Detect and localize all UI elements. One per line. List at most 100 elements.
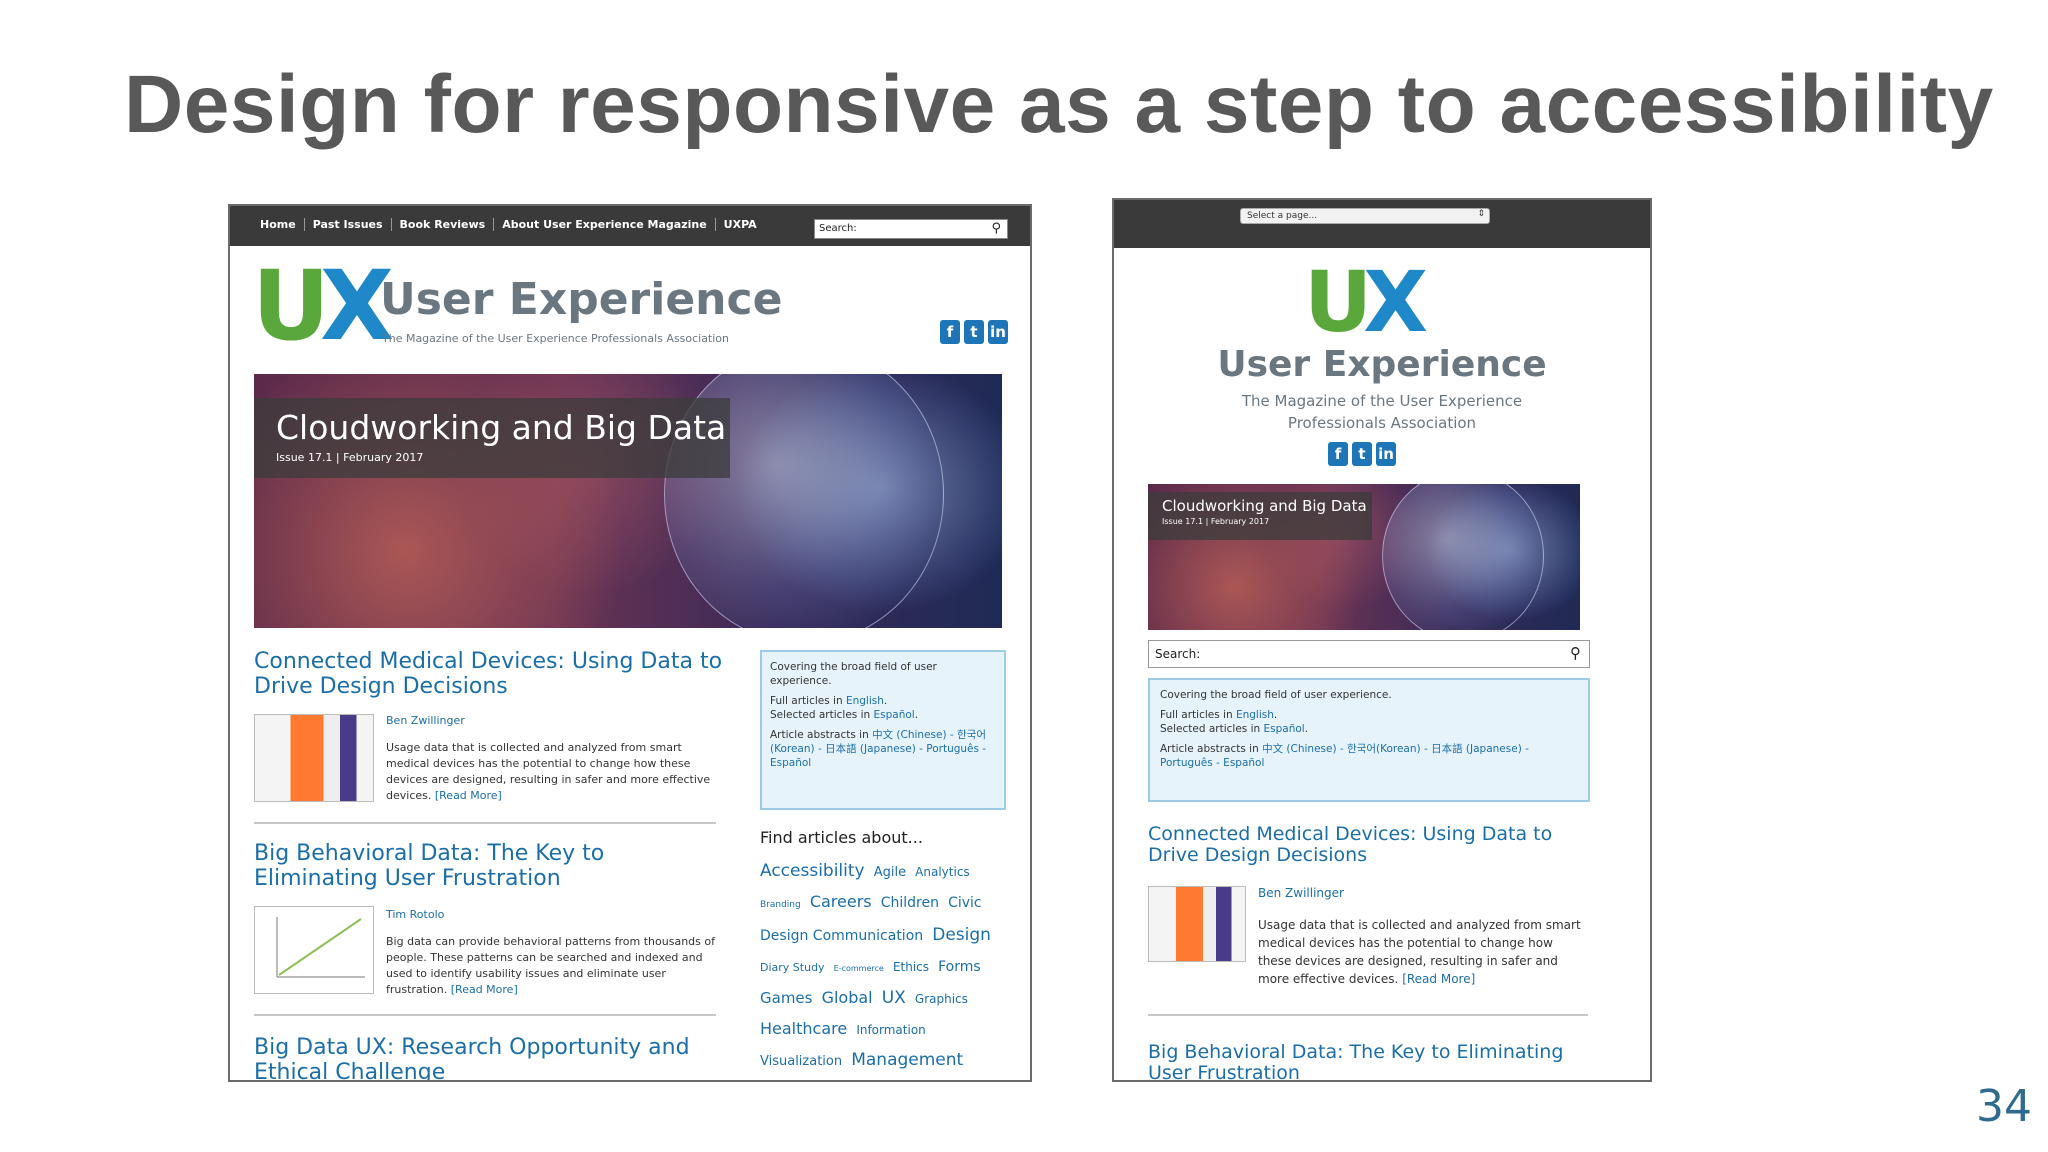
desktop-article-title-3[interactable]: Big Data UX: Research Opportunity and Et… [254,1035,690,1082]
tag-link[interactable]: Healthcare [760,1019,848,1038]
linkedin-icon[interactable]: in [1376,442,1396,466]
search-icon[interactable]: ⚲ [991,221,1001,236]
mobile-info-abstracts: Article abstracts in 中文 (Chinese) - 한국어(… [1160,742,1578,770]
desktop-abstracts-links[interactable]: 中文 (Chinese) - 한국어 (Korean) - 日本語 (Japan… [770,729,987,769]
mobile-link-english[interactable]: English [1235,709,1274,721]
mobile-info-selected-prefix: Selected articles in [1160,723,1264,735]
mobile-search-input[interactable]: Search: ⚲ [1148,640,1590,668]
desktop-article-title-1[interactable]: Connected Medical Devices: Using Data to… [254,649,723,699]
mobile-info-line1: Covering the broad field of user experie… [1160,689,1392,701]
facebook-icon[interactable]: f [940,320,960,344]
tag-link[interactable]: Diary Study [760,961,825,974]
tag-link[interactable]: UX [881,988,906,1008]
mobile-search-label: Search: [1155,647,1201,661]
tag-link[interactable]: Careers [809,892,872,911]
tag-link[interactable]: Management [851,1050,964,1070]
search-icon[interactable]: ⚲ [1570,644,1581,662]
desktop-site-title: User Experience [380,274,783,325]
mobile-article-thumbnail-medical-device[interactable] [1148,886,1246,962]
desktop-find-heading: Find articles about... [760,828,923,847]
desktop-info-full-prefix: Full articles in [770,695,846,707]
globe-graphic [1382,484,1544,630]
desktop-link-english[interactable]: English [845,695,884,707]
desktop-info-full: Full articles in English. Selected artic… [770,695,919,721]
desktop-excerpt-1: Usage data that is collected and analyze… [386,740,716,804]
mobile-info-full: Full articles in English. Selected artic… [1160,709,1309,735]
mobile-page-select[interactable]: Select a page... ⇕ [1240,208,1490,224]
tag-link[interactable]: Design [932,925,991,945]
desktop-social-icons: f t in [940,320,1008,344]
desktop-info-abstracts-prefix: Article abstracts in [770,729,873,741]
mobile-logo[interactable]: UX [1304,253,1428,351]
desktop-link-espanol[interactable]: Español [873,709,915,721]
tag-link[interactable]: Forms [938,959,981,975]
nav-book-reviews[interactable]: Book Reviews [392,218,495,231]
tag-link[interactable]: Global [821,988,873,1007]
select-arrows-icon: ⇕ [1477,209,1485,219]
mobile-site-title: User Experience [1217,344,1547,385]
mobile-info-box: Covering the broad field of user experie… [1148,678,1590,802]
nav-home[interactable]: Home [252,218,305,231]
mobile-abstracts-links[interactable]: 中文 (Chinese) - 한국어(Korean) - 日本語 (Japane… [1160,743,1529,769]
nav-past-issues[interactable]: Past Issues [305,218,392,231]
desktop-info-abstracts: Article abstracts in 中文 (Chinese) - 한국어 … [770,728,996,770]
facebook-icon[interactable]: f [1328,442,1348,466]
tag-link[interactable]: E-commerce [833,964,884,973]
desktop-author-1[interactable]: Ben Zwillinger [386,714,465,727]
mobile-site-tagline: The Magazine of the User Experience Prof… [1241,392,1523,432]
line-chart-thumbnail-icon [276,917,365,978]
desktop-excerpt-1-text: Usage data that is collected and analyze… [386,741,711,802]
tag-link[interactable]: Games [760,989,813,1007]
desktop-search-input[interactable]: Search: ⚲ [814,219,1008,239]
tag-link[interactable]: Ethics [892,960,930,974]
mobile-article-title-1[interactable]: Connected Medical Devices: Using Data to… [1148,823,1553,867]
desktop-author-2[interactable]: Tim Rotolo [386,908,445,921]
mobile-author-1[interactable]: Ben Zwillinger [1258,886,1344,900]
desktop-hero-issue: Issue 17.1 | February 2017 [276,451,424,464]
tag-link[interactable]: Visualization [760,1054,843,1069]
desktop-article-title-2[interactable]: Big Behavioral Data: The Key to Eliminat… [254,841,605,891]
mobile-hero-issue: Issue 17.1 | February 2017 [1162,517,1270,526]
tag-link[interactable]: Information [856,1023,926,1037]
desktop-nav-bar: Home Past Issues Book Reviews About User… [230,206,1030,246]
desktop-excerpt-2-text: Big data can provide behavioral patterns… [386,935,715,996]
mobile-hero-title: Cloudworking and Big Data [1162,497,1367,515]
desktop-logo[interactable]: UX [252,250,394,362]
desktop-site-tagline: The Magazine of the User Experience Prof… [382,332,729,345]
linkedin-icon[interactable]: in [988,320,1008,344]
desktop-info-line1: Covering the broad field of user experie… [770,661,937,687]
mobile-excerpt-1-text: Usage data that is collected and analyze… [1258,918,1581,986]
mobile-social-icons: f t in [1328,442,1396,466]
mobile-read-more-1[interactable]: [Read More] [1402,972,1476,986]
tag-link[interactable]: Mobile [760,1081,812,1082]
mobile-article-title-2[interactable]: Big Behavioral Data: The Key to Eliminat… [1148,1041,1564,1082]
desktop-screenshot: Home Past Issues Book Reviews About User… [228,204,1032,1082]
mobile-hero-caption: Cloudworking and Big Data Issue 17.1 | F… [1148,492,1372,540]
page-number: 34 [1976,1081,2032,1132]
tag-link[interactable]: Branding [760,900,801,910]
twitter-icon[interactable]: t [964,320,984,344]
tag-link[interactable]: Civic [948,895,982,911]
article-thumbnail-chart[interactable] [254,906,374,994]
mobile-nav-bar: Select a page... ⇕ [1114,200,1650,248]
desktop-divider-1 [254,822,716,824]
mobile-link-espanol[interactable]: Español [1263,723,1305,735]
tag-link[interactable]: Design Communication [760,928,924,944]
tag-link[interactable]: Graphics [914,992,968,1006]
desktop-hero-banner[interactable]: Cloudworking and Big Data Issue 17.1 | F… [254,374,1002,628]
tag-link[interactable]: Children [880,895,939,911]
desktop-hero-title: Cloudworking and Big Data [276,408,727,447]
nav-uxpa[interactable]: UXPA [723,218,757,231]
tag-link[interactable]: Accessibility [760,861,865,881]
tag-link[interactable]: Agile [873,865,907,880]
twitter-icon[interactable]: t [1352,442,1372,466]
mobile-excerpt-1: Usage data that is collected and analyze… [1258,916,1588,988]
desktop-search-label: Search: [819,223,857,234]
nav-about[interactable]: About User Experience Magazine [494,218,716,231]
mobile-divider-1 [1148,1014,1588,1016]
desktop-read-more-1[interactable]: [Read More] [434,789,502,802]
tag-link[interactable]: Analytics [915,865,970,879]
article-thumbnail-medical-device[interactable] [254,714,374,802]
desktop-read-more-2[interactable]: [Read More] [450,983,518,996]
mobile-hero-banner[interactable]: Cloudworking and Big Data Issue 17.1 | F… [1148,484,1580,630]
